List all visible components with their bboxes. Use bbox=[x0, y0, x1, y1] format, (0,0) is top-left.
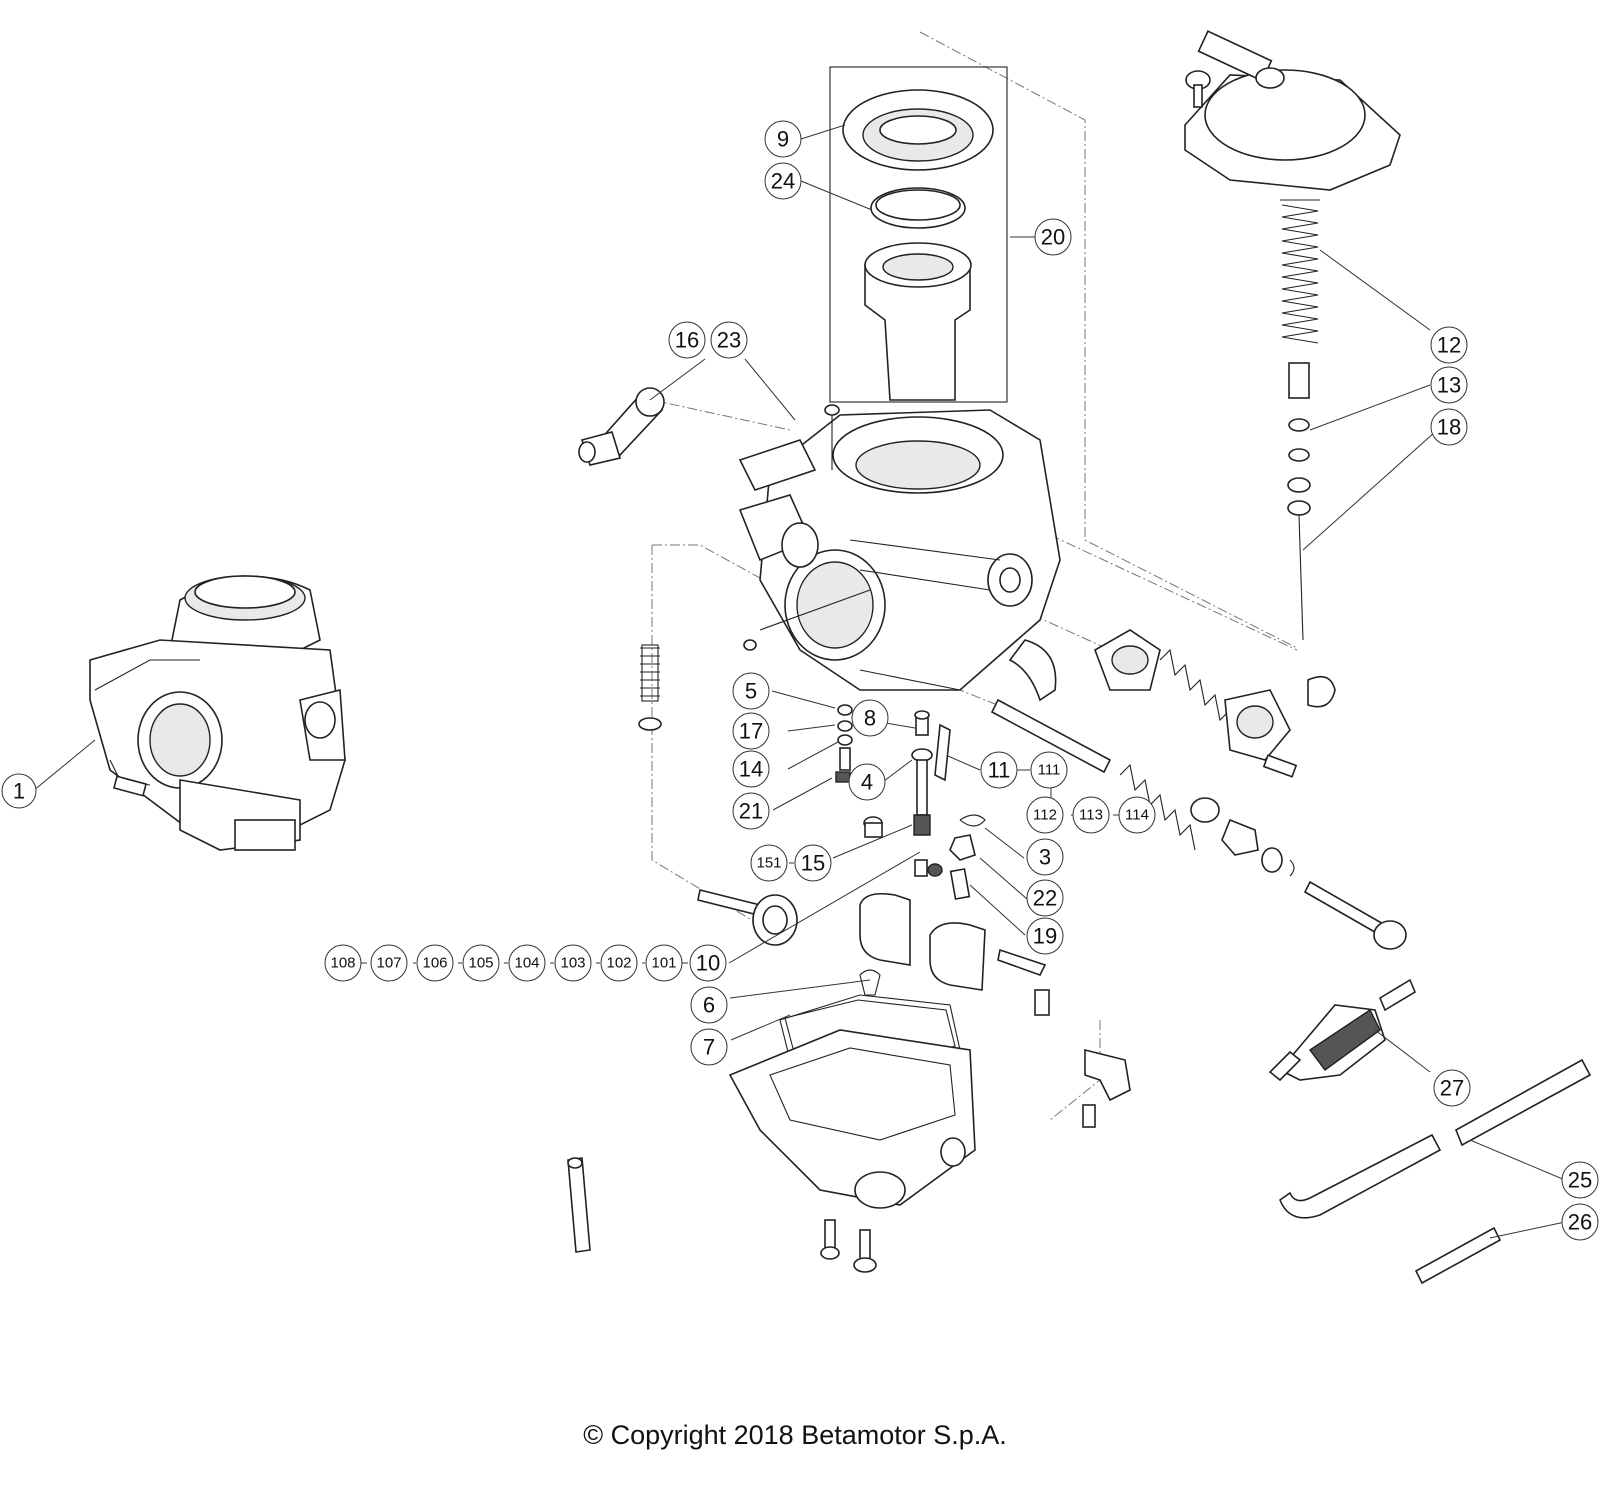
svg-text:107: 107 bbox=[376, 955, 401, 972]
callout-22: 22 bbox=[1026, 879, 1064, 917]
svg-text:112: 112 bbox=[1033, 807, 1057, 824]
accelerator-pump bbox=[1094, 629, 1336, 778]
svg-text:102: 102 bbox=[606, 955, 631, 972]
svg-text:105: 105 bbox=[468, 955, 493, 972]
copyright-text: © Copyright 2018 Betamotor S.p.A. bbox=[583, 1420, 1007, 1450]
callout-10: 10 bbox=[689, 944, 727, 982]
callout-20: 20 bbox=[1034, 218, 1072, 256]
callout-3: 3 bbox=[1026, 838, 1064, 876]
callout-1: 1 bbox=[1, 773, 37, 809]
callout-5: 5 bbox=[732, 672, 770, 710]
callout-108: 108 bbox=[324, 944, 362, 982]
svg-text:12: 12 bbox=[1437, 333, 1461, 358]
jet-parts bbox=[835, 704, 986, 900]
svg-text:101: 101 bbox=[651, 955, 676, 972]
leader-lines bbox=[32, 124, 1566, 1239]
callouts: 1 9 24 20 16 23 12 13 18 5 8 17 14 4 11 … bbox=[1, 120, 1599, 1241]
callout-106: 106 bbox=[416, 944, 454, 982]
callout-27: 27 bbox=[1433, 1069, 1471, 1107]
float-assembly bbox=[859, 892, 1047, 996]
svg-text:23: 23 bbox=[717, 328, 741, 353]
callout-11: 11 bbox=[980, 751, 1018, 789]
callout-26: 26 bbox=[1561, 1203, 1599, 1241]
carburetor-body bbox=[738, 404, 1061, 702]
callout-111: 111 bbox=[1030, 751, 1068, 789]
vacuum-piston-group bbox=[829, 66, 1008, 403]
callout-102: 102 bbox=[600, 944, 638, 982]
callout-113: 113 bbox=[1072, 796, 1110, 834]
svg-text:20: 20 bbox=[1041, 225, 1065, 250]
callout-18: 18 bbox=[1430, 408, 1468, 446]
svg-text:14: 14 bbox=[739, 757, 763, 782]
callout-101: 101 bbox=[645, 944, 683, 982]
callout-112: 112 bbox=[1026, 796, 1064, 834]
svg-text:26: 26 bbox=[1568, 1210, 1592, 1235]
svg-text:6: 6 bbox=[703, 993, 715, 1018]
callout-8: 8 bbox=[851, 699, 889, 737]
callout-16: 16 bbox=[668, 321, 706, 359]
svg-text:9: 9 bbox=[777, 127, 789, 152]
svg-text:4: 4 bbox=[861, 770, 873, 795]
svg-text:3: 3 bbox=[1039, 845, 1051, 870]
callout-17: 17 bbox=[732, 712, 770, 750]
top-cap-assembly bbox=[1184, 30, 1401, 641]
svg-text:16: 16 bbox=[675, 328, 699, 353]
svg-text:15: 15 bbox=[801, 851, 825, 876]
callout-9: 9 bbox=[764, 120, 802, 158]
callout-103: 103 bbox=[554, 944, 592, 982]
callout-151: 151 bbox=[750, 844, 788, 882]
svg-text:1: 1 bbox=[13, 779, 25, 804]
callout-19: 19 bbox=[1026, 917, 1064, 955]
svg-text:5: 5 bbox=[745, 679, 757, 704]
svg-text:25: 25 bbox=[1568, 1168, 1592, 1193]
spring-12 bbox=[1281, 204, 1319, 344]
misc-parts bbox=[567, 978, 1592, 1285]
svg-text:113: 113 bbox=[1079, 807, 1103, 824]
callout-6: 6 bbox=[690, 986, 728, 1024]
callout-15: 15 bbox=[794, 844, 832, 882]
svg-text:22: 22 bbox=[1033, 886, 1057, 911]
svg-text:151: 151 bbox=[756, 855, 781, 872]
svg-text:27: 27 bbox=[1440, 1076, 1464, 1101]
svg-text:17: 17 bbox=[739, 719, 763, 744]
callout-114: 114 bbox=[1118, 796, 1156, 834]
svg-text:13: 13 bbox=[1437, 373, 1461, 398]
float-bowl bbox=[728, 989, 1131, 1273]
svg-text:103: 103 bbox=[560, 955, 585, 972]
svg-text:111: 111 bbox=[1038, 762, 1061, 779]
callout-12: 12 bbox=[1430, 326, 1468, 364]
callout-24: 24 bbox=[764, 162, 802, 200]
assembled-carburetor bbox=[89, 575, 346, 851]
svg-text:114: 114 bbox=[1125, 807, 1149, 824]
callout-107: 107 bbox=[370, 944, 408, 982]
callout-104: 104 bbox=[508, 944, 546, 982]
svg-text:104: 104 bbox=[514, 955, 539, 972]
throttle-shaft-assembly bbox=[990, 698, 1407, 950]
callout-21: 21 bbox=[732, 792, 770, 830]
callout-25: 25 bbox=[1561, 1161, 1599, 1199]
svg-text:10: 10 bbox=[696, 951, 720, 976]
callout-4: 4 bbox=[848, 763, 886, 801]
svg-text:106: 106 bbox=[422, 955, 447, 972]
svg-text:19: 19 bbox=[1033, 924, 1057, 949]
svg-text:24: 24 bbox=[771, 169, 795, 194]
svg-text:7: 7 bbox=[703, 1035, 715, 1060]
callout-105: 105 bbox=[462, 944, 500, 982]
callout-13: 13 bbox=[1430, 366, 1468, 404]
idle-screw-assembly bbox=[638, 644, 798, 946]
svg-text:8: 8 bbox=[864, 706, 876, 731]
svg-text:11: 11 bbox=[988, 758, 1011, 783]
callout-7: 7 bbox=[690, 1028, 728, 1066]
svg-text:21: 21 bbox=[739, 799, 763, 824]
svg-text:108: 108 bbox=[330, 955, 355, 972]
svg-text:18: 18 bbox=[1437, 415, 1461, 440]
callout-14: 14 bbox=[732, 750, 770, 788]
callout-23: 23 bbox=[710, 321, 748, 359]
